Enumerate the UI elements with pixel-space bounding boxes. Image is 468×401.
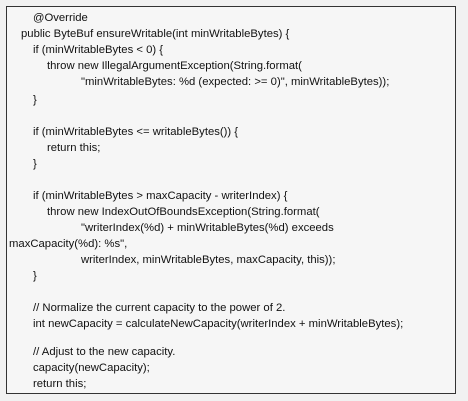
code-line: throw new IllegalArgumentException(Strin…	[47, 60, 302, 72]
code-line: "minWritableBytes: %d (expected: >= 0)",…	[81, 76, 390, 88]
code-line: }	[33, 94, 37, 106]
code-line: capacity(newCapacity);	[33, 362, 150, 374]
code-comment: // Normalize the current capacity to the…	[33, 302, 286, 314]
code-line: return this;	[47, 142, 101, 154]
code-line: }	[21, 393, 25, 394]
code-line: if (minWritableBytes <= writableBytes())…	[33, 126, 239, 138]
code-line: if (minWritableBytes < 0) {	[33, 44, 164, 56]
code-line: int newCapacity = calculateNewCapacity(w…	[33, 318, 404, 330]
code-line: }	[33, 158, 37, 170]
code-comment: // Adjust to the new capacity.	[33, 346, 176, 358]
code-line: if (minWritableBytes > maxCapacity - wri…	[33, 190, 288, 202]
code-line: maxCapacity(%d): %s",	[9, 238, 128, 250]
code-line: }	[33, 270, 37, 282]
code-listing: @Override public ByteBuf ensureWritable(…	[6, 6, 456, 394]
code-line: public ByteBuf ensureWritable(int minWri…	[21, 28, 290, 40]
code-line: throw new IndexOutOfBoundsException(Stri…	[47, 206, 320, 218]
code-line: writerIndex, minWritableBytes, maxCapaci…	[81, 254, 336, 266]
code-line: @Override	[33, 12, 88, 24]
code-line: return this;	[33, 378, 87, 390]
code-line: "writerIndex(%d) + minWritableBytes(%d) …	[81, 222, 334, 234]
